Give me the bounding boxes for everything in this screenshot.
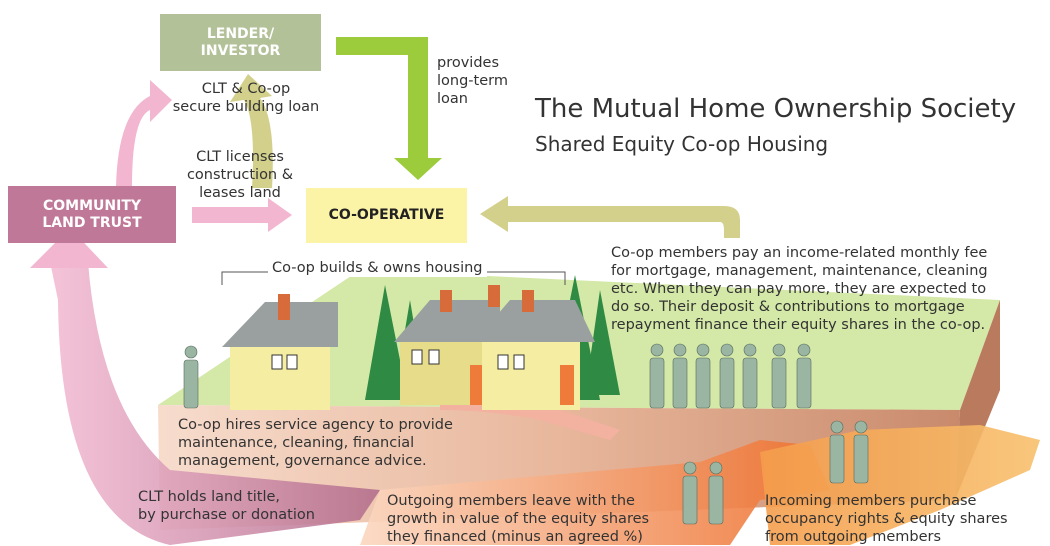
incoming-members xyxy=(829,420,869,484)
land-title-arrow xyxy=(50,262,380,545)
lender-investor-box: LENDER/ INVESTOR xyxy=(160,14,321,71)
long-term-loan-label: provides long-term loan xyxy=(437,55,508,107)
house-2 xyxy=(394,285,500,405)
house-1 xyxy=(222,294,338,410)
land-title-arrow-head xyxy=(30,228,108,268)
house-3 xyxy=(474,290,595,410)
diagram-subtitle: Shared Equity Co-op Housing xyxy=(535,132,829,156)
diagram-title: The Mutual Home Ownership Society xyxy=(535,94,1017,124)
cooperative-label: CO-OPERATIVE xyxy=(328,207,445,224)
builds-owns-label: Co-op builds & owns housing xyxy=(268,259,487,277)
people xyxy=(183,343,869,525)
coop-to-lender-arrow xyxy=(230,74,273,188)
clt-to-coop-arrow xyxy=(192,198,292,232)
lender-investor-label: LENDER/ INVESTOR xyxy=(200,25,281,59)
members-to-coop-arrow xyxy=(480,196,740,238)
person-figure-service xyxy=(183,345,199,409)
clt-to-lender-arrow xyxy=(84,80,172,186)
secure-loan-label: CLT & Co-op secure building loan xyxy=(172,81,320,115)
community-land-trust-label: COMMUNITY LAND TRUST xyxy=(42,197,142,231)
lender-to-coop-arrow xyxy=(336,37,442,180)
outgoing-members xyxy=(682,461,724,525)
incoming-members-label: Incoming members purchase occupancy righ… xyxy=(765,493,1008,545)
outgoing-members-label: Outgoing members leave with the growth i… xyxy=(387,493,650,545)
community-land-trust-box: COMMUNITY LAND TRUST xyxy=(8,186,176,243)
members-pay-label: Co-op members pay an income-related mont… xyxy=(611,245,988,333)
licenses-label: CLT licenses construction & leases land xyxy=(186,149,294,201)
cooperative-box: CO-OPERATIVE xyxy=(306,188,467,243)
members-group xyxy=(649,343,812,409)
service-agency-label: Co-op hires service agency to provide ma… xyxy=(178,417,453,469)
land-title-label: CLT holds land title, by purchase or don… xyxy=(138,489,315,523)
